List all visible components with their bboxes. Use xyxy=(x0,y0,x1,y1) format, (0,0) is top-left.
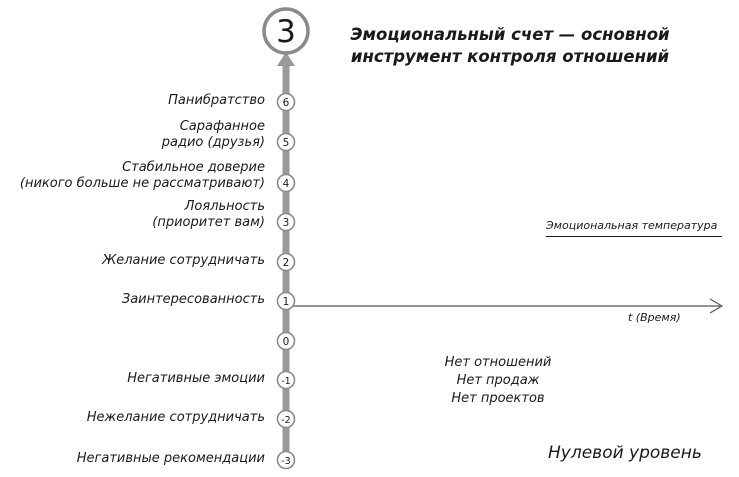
level-label-line: Панибратство xyxy=(168,93,265,108)
level-marker-value: -3 xyxy=(281,456,290,467)
level-label-line: Негативные рекомендации xyxy=(76,451,265,466)
level-label-line: Заинтересованность xyxy=(121,292,265,307)
level-label: Негативные рекомендации xyxy=(77,451,265,467)
level-label-line: (никого больше не рассматривают) xyxy=(19,176,265,191)
zero-level-label: Нулевой уровень xyxy=(548,443,702,463)
level-marker-circle xyxy=(276,252,296,272)
level-marker-value: 2 xyxy=(283,257,290,269)
level-marker-circle xyxy=(276,331,296,351)
no-relationship-note: Нет отношений Нет продаж Нет проектов xyxy=(398,354,598,408)
level-label: Панибратство xyxy=(168,93,265,109)
level-label: Негативные эмоции xyxy=(127,371,265,387)
no-sales-line: Нет продаж xyxy=(456,373,540,388)
level-marker-value: 4 xyxy=(283,178,290,190)
level-label: Стабильное доверие(никого больше не расс… xyxy=(20,160,265,192)
level-marker-circle xyxy=(276,212,296,232)
no-projects-line: Нет проектов xyxy=(451,391,545,406)
diagram-title: Эмоциональный счет — основной инструмент… xyxy=(340,24,680,68)
vertical-axis-arrowhead xyxy=(277,52,295,66)
level-marker-circle xyxy=(276,291,296,311)
score-badge-value: 3 xyxy=(276,14,296,50)
level-label: Заинтересованность xyxy=(122,292,265,308)
level-marker-circle xyxy=(276,173,296,193)
level-marker-value: -1 xyxy=(281,376,290,387)
level-label-line: Стабильное доверие xyxy=(122,160,265,175)
axis-label-time: t (Время) xyxy=(628,311,681,324)
level-marker-value: 1 xyxy=(283,296,290,308)
level-marker-circle xyxy=(276,92,296,112)
axis-label-temperature: Эмоциональная температура xyxy=(546,219,722,237)
level-label-line: радио (друзья) xyxy=(161,135,265,150)
title-line-1: Эмоциональный счет — основной xyxy=(350,25,670,44)
level-label-line: (приоритет вам) xyxy=(152,215,265,230)
level-marker-value: 6 xyxy=(283,97,290,109)
title-line-2: инструмент контроля отношений xyxy=(350,47,670,66)
level-marker-value: 0 xyxy=(283,336,290,348)
level-label-line: Негативные эмоции xyxy=(127,371,265,386)
level-label: Нежелание сотрудничать xyxy=(87,410,265,426)
level-marker-value: -2 xyxy=(281,415,290,426)
level-marker-circle xyxy=(276,370,296,390)
level-label: Лояльность(приоритет вам) xyxy=(152,199,265,231)
time-axis-arrowhead xyxy=(709,298,724,314)
no-relationship-line: Нет отношений xyxy=(444,355,552,370)
level-marker-circle xyxy=(276,450,296,470)
level-marker-circle xyxy=(276,132,296,152)
level-markers: 6 5 4 3 2 1 0 -1 -2 -3 xyxy=(276,92,296,470)
level-marker-value: 5 xyxy=(283,137,290,149)
level-label-line: Лояльность xyxy=(184,199,265,214)
level-marker-circle xyxy=(276,409,296,429)
level-label-line: Нежелание сотрудничать xyxy=(86,410,265,425)
level-label: Желание сотрудничать xyxy=(102,253,265,269)
level-label-line: Желание сотрудничать xyxy=(102,253,265,268)
level-label-line: Сарафанное xyxy=(179,119,265,134)
level-marker-value: 3 xyxy=(283,217,290,229)
score-badge-ring xyxy=(262,7,310,55)
